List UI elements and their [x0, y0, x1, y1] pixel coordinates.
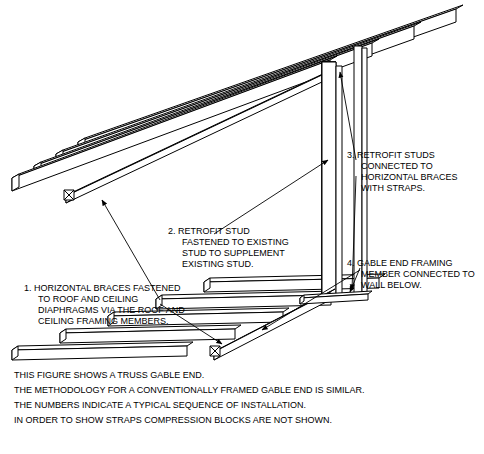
ceiling-joist-end	[204, 278, 210, 292]
figure-note: THE METHODOLOGY FOR A CONVENTIONALLY FRA…	[14, 385, 474, 396]
horizontal-brace-side	[66, 74, 324, 203]
ceiling-joist-side	[12, 346, 187, 360]
horizontal-brace	[66, 71, 329, 203]
leader-line	[262, 270, 360, 330]
callout-note: 3. RETROFIT STUDS CONNECTED TO HORIZONTA…	[347, 150, 481, 194]
leader-line	[214, 160, 328, 234]
gable-framing-member-end	[300, 295, 304, 304]
block-symbol	[210, 346, 220, 356]
rafter-side	[12, 60, 330, 191]
figure-note: IN ORDER TO SHOW STRAPS COMPRESSION BLOC…	[14, 415, 474, 426]
callout-note: 1. HORIZONTAL BRACES FASTENED TO ROOF AN…	[24, 283, 188, 327]
block-symbol	[64, 190, 74, 200]
block-outline	[210, 346, 220, 356]
callout-note: 4. GABLE END FRAMING MEMBER CONNECTED TO…	[347, 258, 481, 291]
existing-stud-face	[322, 62, 336, 298]
block-cross	[210, 346, 220, 356]
ceiling-joist	[12, 342, 193, 360]
leader-line	[350, 268, 360, 292]
ceiling-joist	[60, 325, 241, 343]
callout-note: 2. RETROFIT STUD FASTENED TO EXISTING ST…	[168, 226, 294, 270]
leader-line	[340, 72, 356, 160]
rafter-end	[12, 174, 19, 191]
figure-note: THIS FIGURE SHOWS A TRUSS GABLE END.	[14, 370, 474, 381]
figure-note: THE NUMBERS INDICATE A TYPICAL SEQUENCE …	[14, 400, 474, 411]
gable-framing-member	[300, 291, 372, 304]
block-outline	[64, 190, 74, 200]
existing-stud	[322, 62, 336, 298]
retrofit-stud	[336, 66, 342, 296]
block-cross	[64, 190, 74, 200]
gable-framing-member-side	[300, 294, 368, 304]
rafter	[12, 56, 337, 191]
ceiling-joist-end	[60, 329, 66, 343]
ceiling-joist-end	[12, 346, 18, 360]
existing-stud	[322, 62, 336, 298]
ceiling-joist-side	[60, 329, 235, 343]
